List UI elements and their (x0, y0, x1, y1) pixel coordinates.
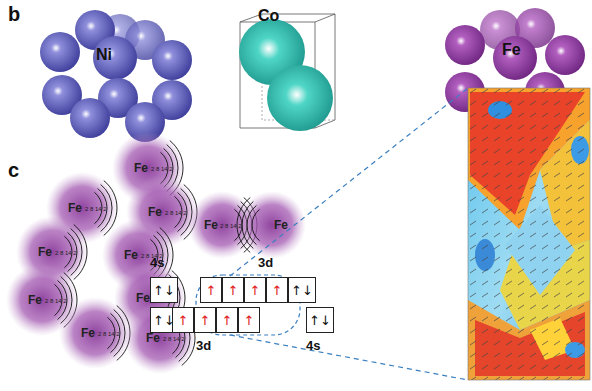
atom-symbol: Fe (204, 219, 218, 231)
shell-counts: 2 8 14 2 (55, 250, 77, 256)
electron-arrow: ↑ (272, 284, 283, 297)
panel-letter: b (8, 4, 20, 24)
electron-arrow: ↑ (178, 314, 189, 327)
orbital-box: ↑ (172, 307, 194, 333)
electron-arrow: ↑ (250, 284, 261, 297)
atom-symbol: Fe (28, 294, 42, 306)
orbital-label: 4s (306, 339, 320, 352)
element-symbol: Ni (96, 47, 112, 63)
orbital-box: ↑↓ (306, 307, 334, 333)
electron-arrow: ↑ (222, 314, 233, 327)
electron-arrow: ↑ (228, 284, 239, 297)
orbital-label: 4s (150, 256, 164, 269)
electron-cloud (59, 297, 131, 369)
atom-symbol: Fe (146, 332, 160, 344)
atom-symbol: Fe (38, 246, 52, 258)
orbital-label: 3d (196, 339, 211, 352)
shell-counts: 2 8 14 2 (165, 210, 187, 216)
atom-symbol: Fe (148, 206, 162, 218)
electron-arrow: ↑↓ (291, 284, 313, 297)
orbital-box: ↑ (194, 307, 216, 333)
electron-arrow: ↑↓ (309, 314, 331, 327)
orbital-box: ↑ (266, 277, 288, 303)
orbital-box: ↑↓ (150, 277, 178, 303)
shell-counts: 2 8 14 2 (151, 166, 173, 172)
shell-arc (252, 209, 260, 240)
element-symbol: Fe (502, 42, 521, 58)
shell-counts: 2 8 14 2 (98, 331, 120, 337)
atom-symbol: Fe (274, 219, 288, 231)
electron-arrow: ↑ (206, 284, 217, 297)
electron-arrow: ↑ (200, 314, 211, 327)
orbital-box: ↑ (222, 277, 244, 303)
orbital-box: ↑ (216, 307, 238, 333)
atom-symbol: Fe (81, 327, 95, 339)
panel-letter: c (8, 160, 19, 180)
electron-arrow: ↑ (244, 314, 255, 327)
atom-symbol: Fe (136, 292, 150, 304)
orbital-box: ↑ (238, 307, 260, 333)
atom-symbol: Fe (124, 249, 138, 261)
shell-counts: 2 8 14 2 (85, 206, 107, 212)
atom-symbol: Fe (134, 162, 148, 174)
shell-arc (247, 205, 256, 244)
orbital-box: ↑ (200, 277, 222, 303)
shell-counts: 2 8 14 2 (45, 298, 67, 304)
shell-counts: 2 8 14 2 (163, 336, 185, 342)
electron-arrow: ↑↓ (153, 284, 175, 297)
orbital-box: ↑↓ (288, 277, 316, 303)
shell-counts: 2 8 14 2 (220, 223, 242, 229)
electron-cloud (124, 302, 196, 374)
orbital-box: ↑ (244, 277, 266, 303)
shell-arc (242, 202, 253, 249)
element-symbol: Co (258, 8, 279, 24)
orbital-label: 3d (258, 256, 273, 269)
electron-cloud (238, 191, 306, 259)
atom-symbol: Fe (68, 202, 82, 214)
